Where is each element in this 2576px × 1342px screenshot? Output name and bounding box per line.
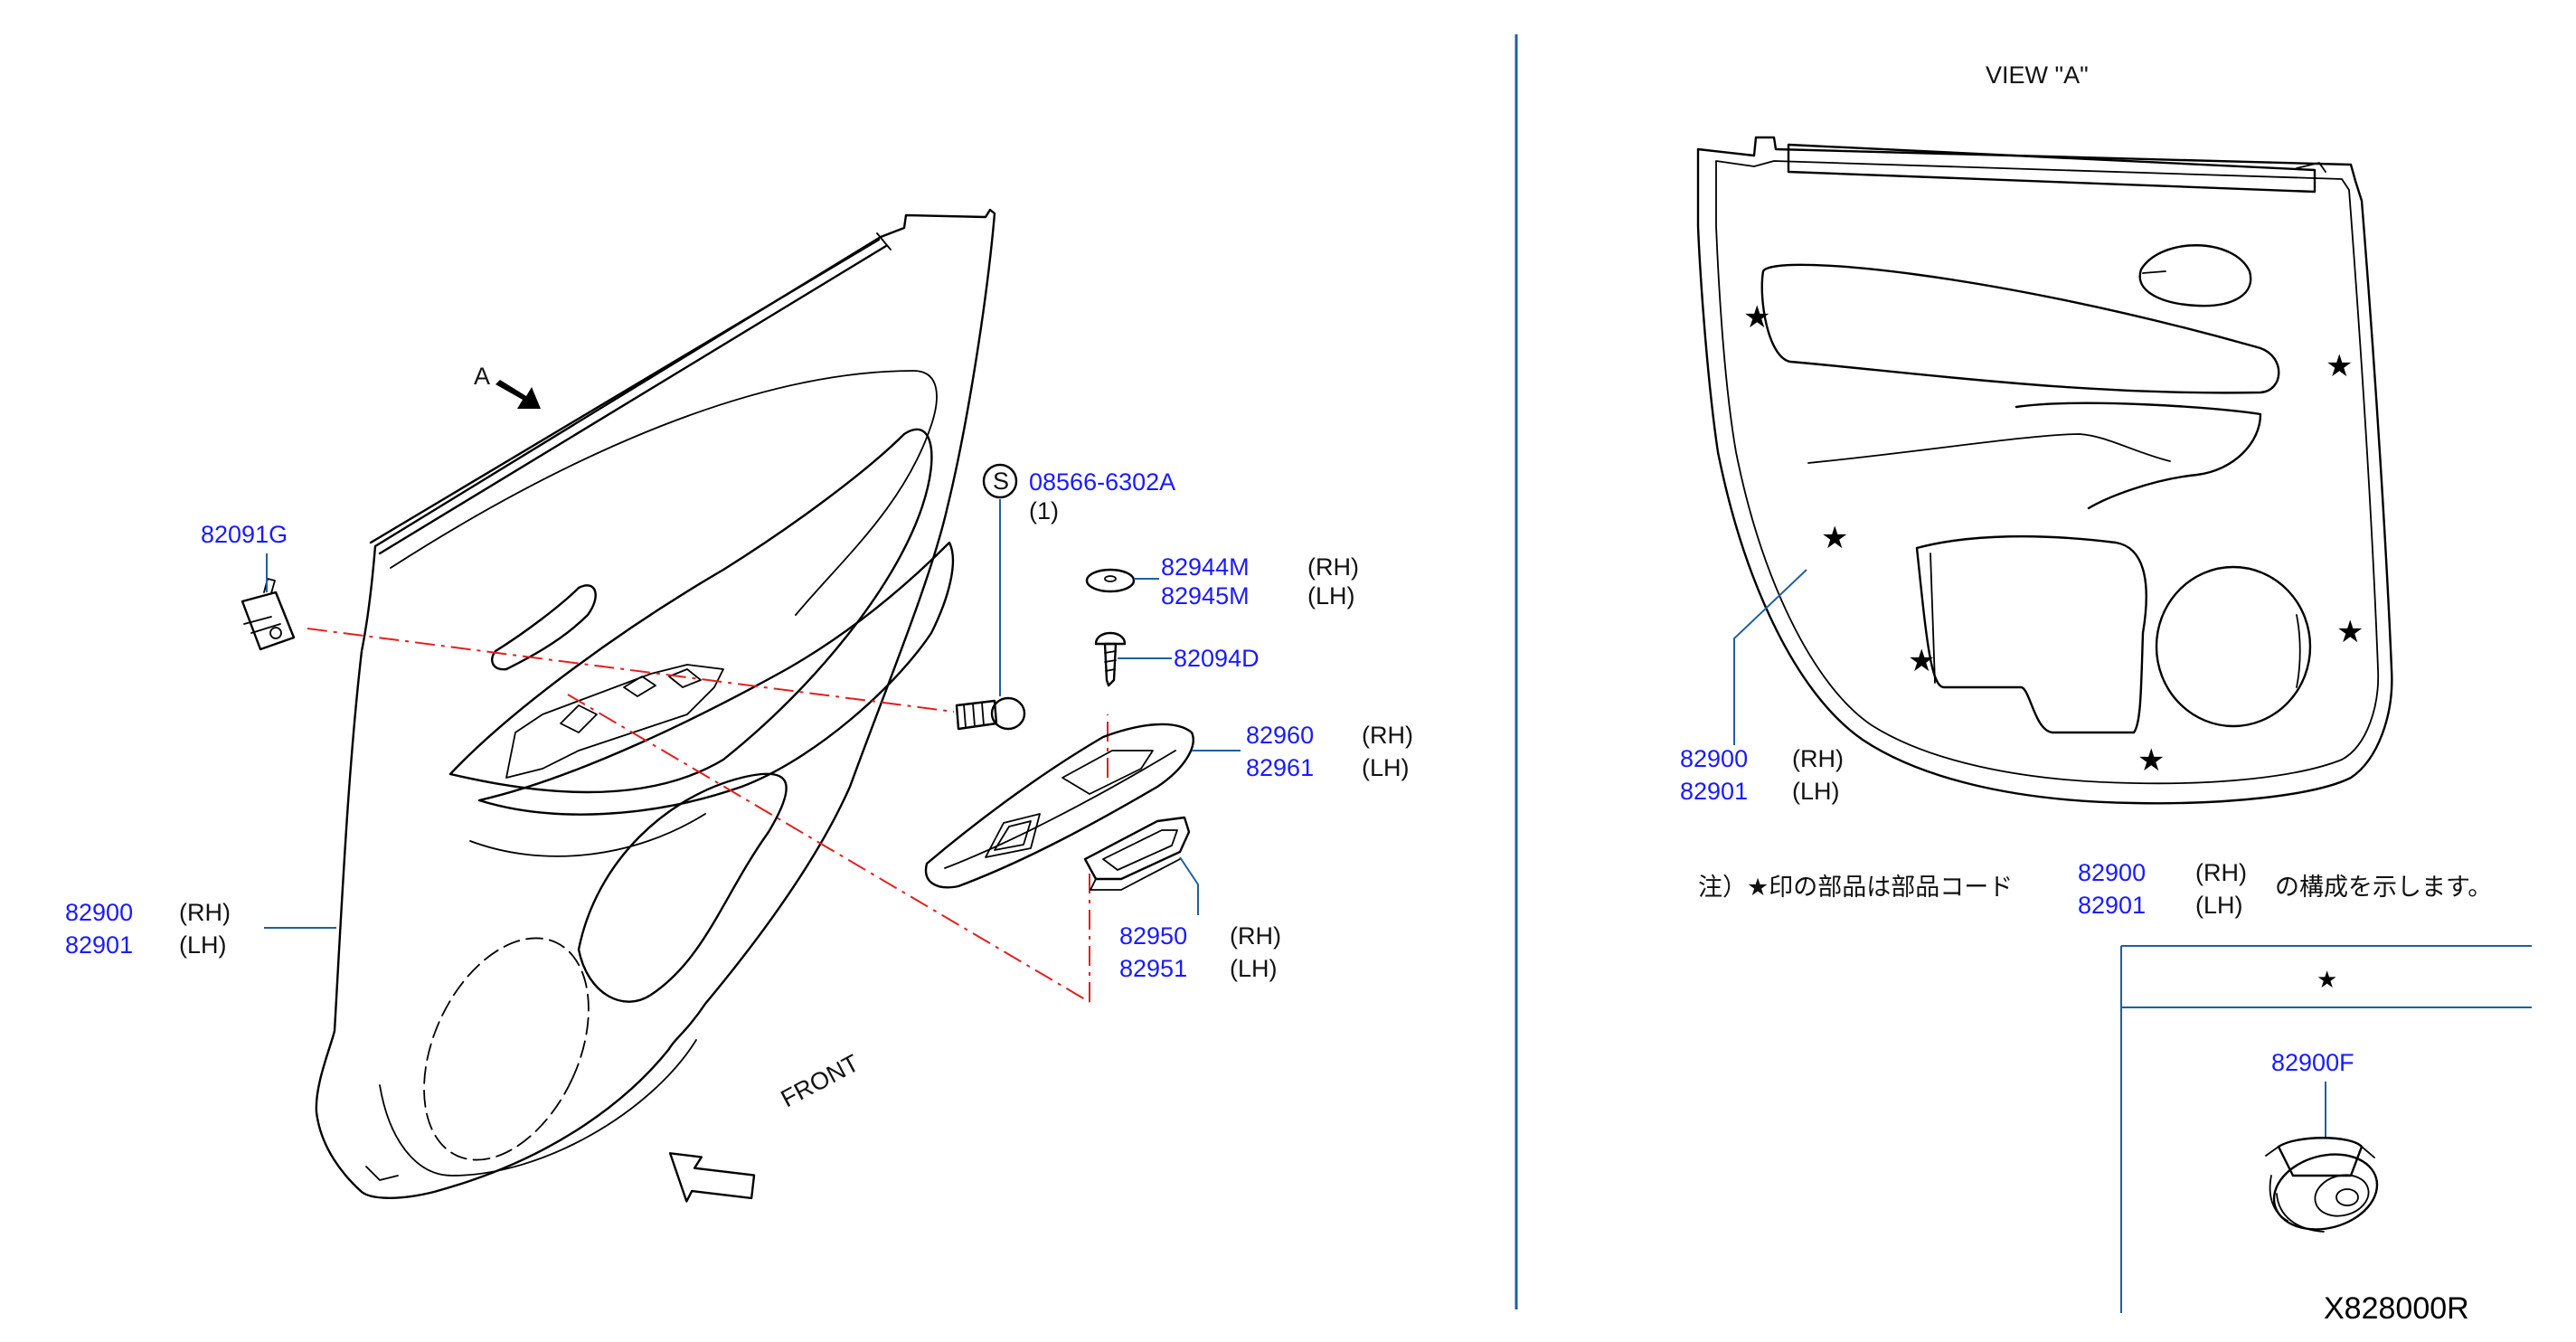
tag-82901-left-lh: (LH)	[179, 931, 227, 959]
part-82901-view: 82901	[1680, 778, 1748, 805]
note-tag-lh: (LH)	[2195, 892, 2243, 919]
door-trim-panel	[315, 208, 996, 1199]
part-82944m: 82944M	[1161, 553, 1250, 581]
part-08566-qty: (1)	[1029, 497, 1059, 525]
tag-82951-lh: (LH)	[1230, 955, 1278, 982]
star-icon: ★ ★ ★ ★ ★ ★	[1743, 300, 2364, 778]
svg-text:★: ★	[1908, 644, 1935, 678]
part-82900-view: 82900	[1680, 745, 1748, 772]
armrest-drawing	[924, 723, 1194, 889]
tag-82950-rh: (RH)	[1230, 922, 1281, 950]
finisher-drawing	[1083, 816, 1191, 891]
note-tag-rh: (RH)	[2195, 859, 2247, 886]
tag-82961-lh: (LH)	[1362, 754, 1410, 781]
drawing-code: X828000R	[2324, 1291, 2469, 1326]
part-82950: 82950	[1119, 922, 1187, 950]
svg-text:★: ★	[1743, 300, 1770, 335]
clip-82091g-drawing	[241, 578, 296, 651]
part-82900f: 82900F	[2271, 1049, 2354, 1076]
clip-82900f-drawing	[2265, 1137, 2379, 1233]
part-82900-left: 82900	[65, 899, 133, 926]
front-label: FRONT	[777, 1049, 863, 1112]
view-a-panel	[1696, 136, 2393, 805]
note-part-82900: 82900	[2078, 859, 2146, 886]
screw-08566-drawing	[955, 696, 1026, 731]
screw-symbol-icon	[982, 463, 1018, 499]
tag-82900-left-rh: (RH)	[179, 899, 231, 926]
view-arrow-icon	[495, 380, 541, 409]
tag-82900-view-rh: (RH)	[1792, 745, 1844, 772]
svg-text:★: ★	[1821, 521, 1848, 555]
screw-82094d-drawing	[1094, 631, 1127, 687]
part-82091g: 82091G	[201, 521, 288, 548]
part-08566-6302a: 08566-6302A	[1029, 468, 1175, 496]
part-82960: 82960	[1246, 722, 1314, 749]
part-82961: 82961	[1246, 754, 1314, 781]
front-arrow-icon	[668, 1152, 756, 1203]
note-suffix: の構成を示します。	[2275, 874, 2492, 902]
leader-82900-view	[1733, 569, 1807, 745]
view-title: VIEW "A"	[1986, 61, 2089, 89]
tag-82960-rh: (RH)	[1362, 722, 1413, 749]
leader-82950	[1179, 856, 1199, 915]
svg-text:★: ★	[2336, 615, 2364, 649]
tag-82901-view-lh: (LH)	[1792, 778, 1840, 805]
screw-symbol: S	[993, 468, 1009, 495]
note-prefix: 注）★印の部品は部品コード	[1698, 874, 2013, 902]
part-82901-left: 82901	[65, 931, 133, 959]
washer-drawing	[1085, 568, 1136, 593]
svg-text:★: ★	[2137, 743, 2165, 778]
part-82094d: 82094D	[1174, 645, 1260, 672]
svg-text:★: ★	[2326, 349, 2353, 383]
part-82945m: 82945M	[1161, 582, 1250, 610]
view-arrow-label: A	[474, 363, 490, 390]
star-table	[2120, 945, 2532, 1313]
assembly-centerlines	[307, 628, 1109, 1003]
tag-82944m-rh: (RH)	[1307, 553, 1359, 581]
star-table-header: ★	[2317, 966, 2337, 993]
tag-82945m-lh: (LH)	[1307, 582, 1355, 610]
part-82951: 82951	[1119, 955, 1187, 982]
note-part-82901: 82901	[2078, 892, 2146, 919]
